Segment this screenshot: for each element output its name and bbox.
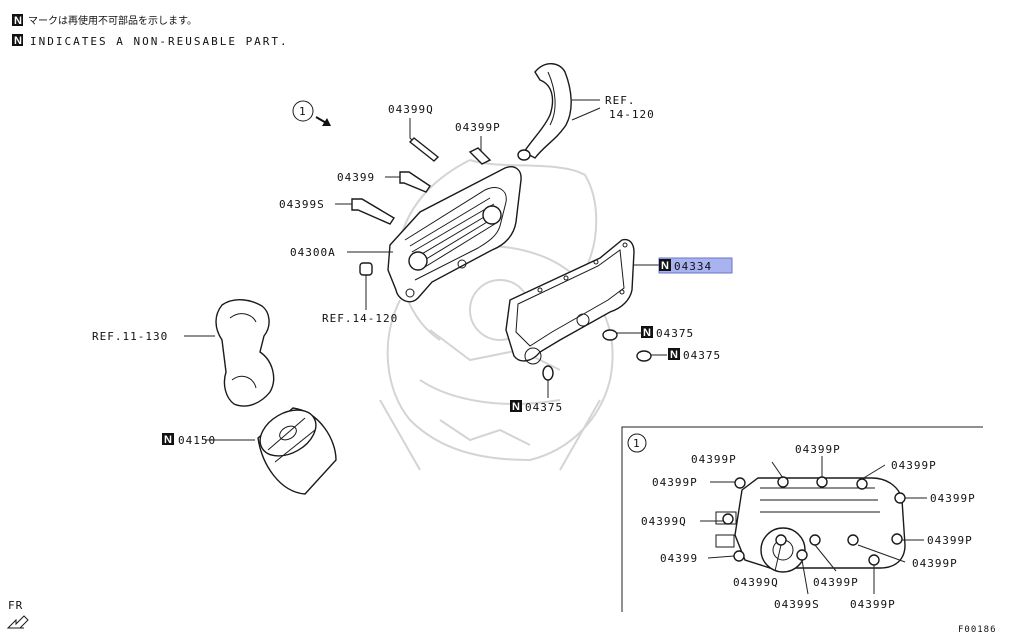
bolt-04399q[interactable] bbox=[408, 118, 440, 162]
bolt-head[interactable] bbox=[722, 513, 734, 525]
callout-1[interactable]: 1 bbox=[292, 100, 331, 126]
part-label-04375[interactable]: 04375 bbox=[525, 401, 563, 414]
badge-letter: N bbox=[512, 401, 520, 413]
bolt-head[interactable] bbox=[894, 492, 906, 504]
part-label-04334[interactable]: 04334 bbox=[674, 260, 712, 273]
part-label-04375[interactable]: 04375 bbox=[683, 349, 721, 362]
part-label-04399[interactable]: 04399 bbox=[337, 171, 375, 184]
bolt-head[interactable] bbox=[816, 476, 828, 488]
detail-label-04399s[interactable]: 04399S bbox=[774, 598, 820, 611]
badge-letter: N bbox=[643, 327, 651, 339]
detail-label-04399p[interactable]: 04399P bbox=[813, 576, 859, 589]
ref-label-14-120: REF.14-120 bbox=[322, 312, 398, 325]
non-reusable-badge-icon bbox=[162, 433, 174, 445]
bolt-04399s[interactable] bbox=[335, 198, 395, 225]
ref-number-label: 14-120 bbox=[609, 108, 655, 121]
ref-label: REF. bbox=[605, 94, 636, 107]
non-reusable-badge-icon bbox=[12, 14, 23, 26]
detail-label-04399p[interactable]: 04399P bbox=[891, 459, 937, 472]
part-label-04399p[interactable]: 04399P bbox=[455, 121, 501, 134]
badge-letter: N bbox=[670, 349, 678, 361]
oil-filter-04150[interactable] bbox=[205, 401, 337, 495]
bolt-head[interactable] bbox=[891, 533, 903, 545]
bolt-head[interactable] bbox=[868, 554, 880, 566]
detail-label-04399q[interactable]: 04399Q bbox=[641, 515, 687, 528]
figure-id: F00186 bbox=[958, 625, 997, 635]
water-pipe-part[interactable] bbox=[517, 63, 601, 161]
bolt-head[interactable] bbox=[856, 478, 868, 490]
part-label-04150[interactable]: 04150 bbox=[178, 434, 216, 447]
fr-label: FR bbox=[8, 599, 23, 612]
bolt-head[interactable] bbox=[777, 476, 789, 488]
gasket-04334[interactable] bbox=[505, 238, 635, 365]
detail-callout-number: 1 bbox=[633, 437, 641, 450]
part-label-04399s[interactable]: 04399S bbox=[279, 198, 325, 211]
detail-label-04399p[interactable]: 04399P bbox=[795, 443, 841, 456]
detail-cover[interactable] bbox=[734, 477, 906, 569]
bolt-head[interactable] bbox=[847, 534, 859, 546]
callout-number: 1 bbox=[299, 105, 307, 118]
front-arrow-icon bbox=[6, 615, 29, 629]
detail-label-04399p[interactable]: 04399P bbox=[691, 453, 737, 466]
bolt-head[interactable] bbox=[733, 550, 745, 562]
front-direction-indicator: FR bbox=[6, 599, 29, 629]
arrow-icon bbox=[322, 118, 331, 126]
legend-text-japanese: マークは再使用不可部品を示します。 bbox=[28, 14, 197, 27]
engine-block-ref-part[interactable] bbox=[184, 299, 275, 407]
badge-letter: N bbox=[164, 434, 172, 446]
o-ring-04375-a[interactable] bbox=[602, 329, 641, 341]
non-reusable-badge-icon bbox=[641, 326, 653, 338]
fitting-part[interactable] bbox=[359, 262, 373, 310]
bolt-04399[interactable] bbox=[385, 171, 431, 193]
o-ring-04375-c[interactable] bbox=[542, 365, 554, 398]
legend-text-english: INDICATES A NON-REUSABLE PART. bbox=[30, 35, 289, 48]
non-reusable-badge-icon bbox=[510, 400, 522, 412]
detail-label-04399q[interactable]: 04399Q bbox=[733, 576, 779, 589]
non-reusable-badge-icon bbox=[12, 34, 23, 46]
ref-label-11-130: REF.11-130 bbox=[92, 330, 168, 343]
detail-label-04399p[interactable]: 04399P bbox=[930, 492, 976, 505]
legend-badge-letter: N bbox=[14, 35, 22, 47]
part-label-04300a[interactable]: 04300A bbox=[290, 246, 336, 259]
detail-label-04399[interactable]: 04399 bbox=[660, 552, 698, 565]
legend-header: N マークは再使用不可部品を示します。 N INDICATES A NON-RE… bbox=[12, 14, 289, 48]
non-reusable-badge-icon bbox=[668, 348, 680, 360]
oil-cooler-cover-04300a[interactable] bbox=[387, 166, 522, 303]
bolt-head[interactable] bbox=[809, 534, 821, 546]
bolt-head[interactable] bbox=[796, 549, 808, 561]
detail-label-04399p[interactable]: 04399P bbox=[912, 557, 958, 570]
non-reusable-badge-icon bbox=[659, 259, 671, 271]
detail-view-1: 1 bbox=[621, 426, 983, 612]
o-ring-04375-b[interactable] bbox=[636, 350, 667, 362]
selected-part-04334[interactable]: N 04334 bbox=[658, 257, 733, 274]
legend-badge-letter: N bbox=[14, 15, 22, 27]
part-label-04399q[interactable]: 04399Q bbox=[388, 103, 434, 116]
detail-label-04399p[interactable]: 04399P bbox=[652, 476, 698, 489]
detail-label-04399p[interactable]: 04399P bbox=[850, 598, 896, 611]
detail-label-04399p[interactable]: 04399P bbox=[927, 534, 973, 547]
badge-letter: N bbox=[661, 260, 669, 272]
bolt-04399p-top[interactable] bbox=[468, 136, 492, 165]
bolt-head[interactable] bbox=[734, 477, 746, 489]
bolt-head[interactable] bbox=[775, 534, 787, 546]
part-label-04375[interactable]: 04375 bbox=[656, 327, 694, 340]
